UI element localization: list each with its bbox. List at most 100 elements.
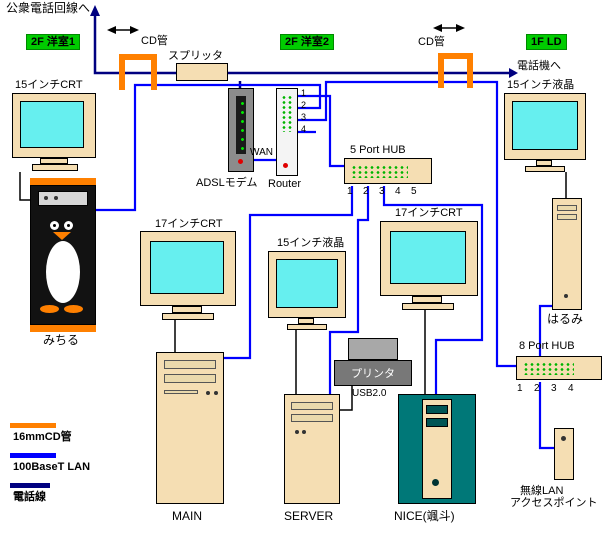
splitter-label: スプリッタ bbox=[168, 50, 223, 62]
monitor-center-crt1-neck bbox=[172, 306, 202, 313]
legend-label-phone: 電話線 bbox=[13, 491, 46, 503]
hub5-port-3: 3 bbox=[379, 186, 385, 197]
printer-label: プリンタ bbox=[351, 368, 395, 380]
phone-line-up-arrow bbox=[90, 5, 100, 16]
access-point-led bbox=[561, 436, 566, 441]
printer-tray bbox=[348, 338, 398, 360]
wan-label: WAN bbox=[250, 147, 273, 158]
splitter-box bbox=[176, 63, 228, 81]
penguin-belly bbox=[46, 241, 80, 303]
server-bay2 bbox=[291, 414, 333, 422]
monitor-center-lcd-base bbox=[287, 324, 327, 330]
adsl-modem-power-led bbox=[238, 159, 243, 164]
monitor-right-lcd-screen bbox=[512, 101, 578, 150]
wireless-access-point bbox=[554, 428, 574, 480]
lan-router2-to-michiru bbox=[96, 83, 322, 212]
hub8-port-4: 4 bbox=[568, 383, 574, 394]
computer-label-nice: NICE(颯斗) bbox=[394, 509, 455, 523]
monitor-label-left-crt: 15インチCRT bbox=[15, 79, 83, 91]
michiru-drive-led bbox=[44, 196, 48, 200]
monitor-center-crt1-screen bbox=[150, 241, 224, 294]
penguin-foot-right bbox=[64, 305, 83, 313]
penguin-pupil-left bbox=[53, 224, 56, 227]
server-power-button bbox=[295, 430, 299, 434]
printer-body: プリンタ bbox=[334, 360, 412, 386]
server-led bbox=[302, 430, 306, 434]
hub5-label: 5 Port HUB bbox=[350, 144, 406, 156]
lan-hub5-to-nice bbox=[382, 186, 484, 394]
monitor-center-crt2-screen bbox=[390, 231, 466, 284]
cd-pipe-label-left: CD管 bbox=[141, 35, 168, 47]
access-point-label-line2: アクセスポイント bbox=[510, 497, 598, 509]
monitor-left-crt-base bbox=[32, 164, 78, 171]
monitor-center-lcd-neck bbox=[298, 318, 314, 324]
router-port-2: 2 bbox=[301, 100, 307, 110]
monitor-label-center-crt1: 17インチCRT bbox=[155, 218, 223, 230]
monitor-center-crt1-base bbox=[162, 313, 214, 320]
hub8-port-3: 3 bbox=[551, 383, 557, 394]
cd-conduit-right bbox=[438, 53, 473, 88]
phone-line-outside-to-splitter bbox=[93, 14, 176, 75]
penguin-foot-left bbox=[40, 305, 59, 313]
to-phone-label: 電話機へ bbox=[517, 60, 561, 72]
penguin-pupil-right bbox=[67, 224, 70, 227]
room-label-2f-room1: 2F 洋室1 bbox=[26, 34, 81, 51]
modem-label: ADSLモデム bbox=[196, 177, 258, 189]
nice-bay1 bbox=[426, 405, 448, 414]
public-phone-line-label: 公衆電話回線へ bbox=[6, 1, 91, 15]
harumi-power-button bbox=[564, 294, 568, 298]
main-power-button bbox=[206, 391, 210, 395]
hub8-port-2: 2 bbox=[534, 383, 540, 394]
main-bay2 bbox=[164, 374, 216, 383]
router-port-4: 4 bbox=[301, 124, 307, 134]
lan-hub5-to-server bbox=[328, 186, 370, 394]
hub5-port-5: 5 bbox=[411, 186, 417, 197]
nice-bay2 bbox=[426, 418, 448, 427]
hub8-leds bbox=[522, 361, 574, 375]
legend-swatch-cd-pipe bbox=[10, 423, 56, 428]
access-point-label-line1: 無線LAN bbox=[520, 485, 564, 497]
legend-swatch-lan bbox=[10, 453, 56, 458]
main-reset-button bbox=[214, 391, 218, 395]
nice-power-button bbox=[432, 479, 439, 486]
computer-label-harumi: はるみ bbox=[547, 312, 584, 326]
michiru-drive-led2 bbox=[54, 196, 58, 200]
router-port-1: 1 bbox=[301, 88, 307, 98]
michiru-conduit-strip-bottom bbox=[30, 325, 96, 332]
monitor-label-right-lcd: 15インチ液晶 bbox=[507, 79, 575, 91]
usb-printer-to-server bbox=[340, 386, 353, 411]
lan-hub8-to-access-point bbox=[538, 382, 554, 450]
server-tower bbox=[284, 394, 340, 504]
monitor-center-crt2-neck bbox=[412, 296, 442, 303]
room-label-2f-room2: 2F 洋室2 bbox=[280, 34, 335, 51]
router-power-led bbox=[283, 163, 288, 168]
penguin-beak bbox=[53, 232, 71, 240]
monitor-center-crt2-base bbox=[402, 303, 454, 310]
michiru-conduit-strip-top bbox=[30, 178, 96, 185]
harumi-bay1 bbox=[557, 205, 577, 211]
hub8-port-1: 1 bbox=[517, 383, 523, 394]
room-label-1f-ld: 1F LD bbox=[526, 34, 567, 51]
lan-hub8-to-harumi bbox=[538, 304, 552, 356]
monitor-right-lcd-base bbox=[525, 166, 565, 172]
router-leds bbox=[280, 94, 294, 132]
hub5-port-4: 4 bbox=[395, 186, 401, 197]
cable-leftcrt-to-michiru bbox=[19, 172, 30, 201]
cd-conduit-left bbox=[119, 54, 157, 90]
monitor-label-center-lcd: 15インチ液晶 bbox=[277, 237, 345, 249]
hub5-leds bbox=[350, 164, 408, 178]
phone-line-right-arrow bbox=[509, 68, 518, 78]
lan-hub5-to-main bbox=[224, 186, 354, 360]
computer-label-main: MAIN bbox=[172, 509, 202, 523]
computer-label-server: SERVER bbox=[284, 509, 334, 523]
monitor-right-lcd-neck bbox=[536, 160, 552, 166]
monitor-left-crt-screen bbox=[20, 101, 84, 148]
lan-router3-to-hub8 bbox=[298, 80, 516, 368]
hub5-port-2: 2 bbox=[363, 186, 369, 197]
monitor-left-crt-neck bbox=[40, 158, 68, 164]
legend-label-lan: 100BaseT LAN bbox=[13, 461, 91, 473]
legend-label-cd-pipe: 16mmCD管 bbox=[13, 431, 72, 443]
cd-pipe-label-right: CD管 bbox=[418, 36, 445, 48]
